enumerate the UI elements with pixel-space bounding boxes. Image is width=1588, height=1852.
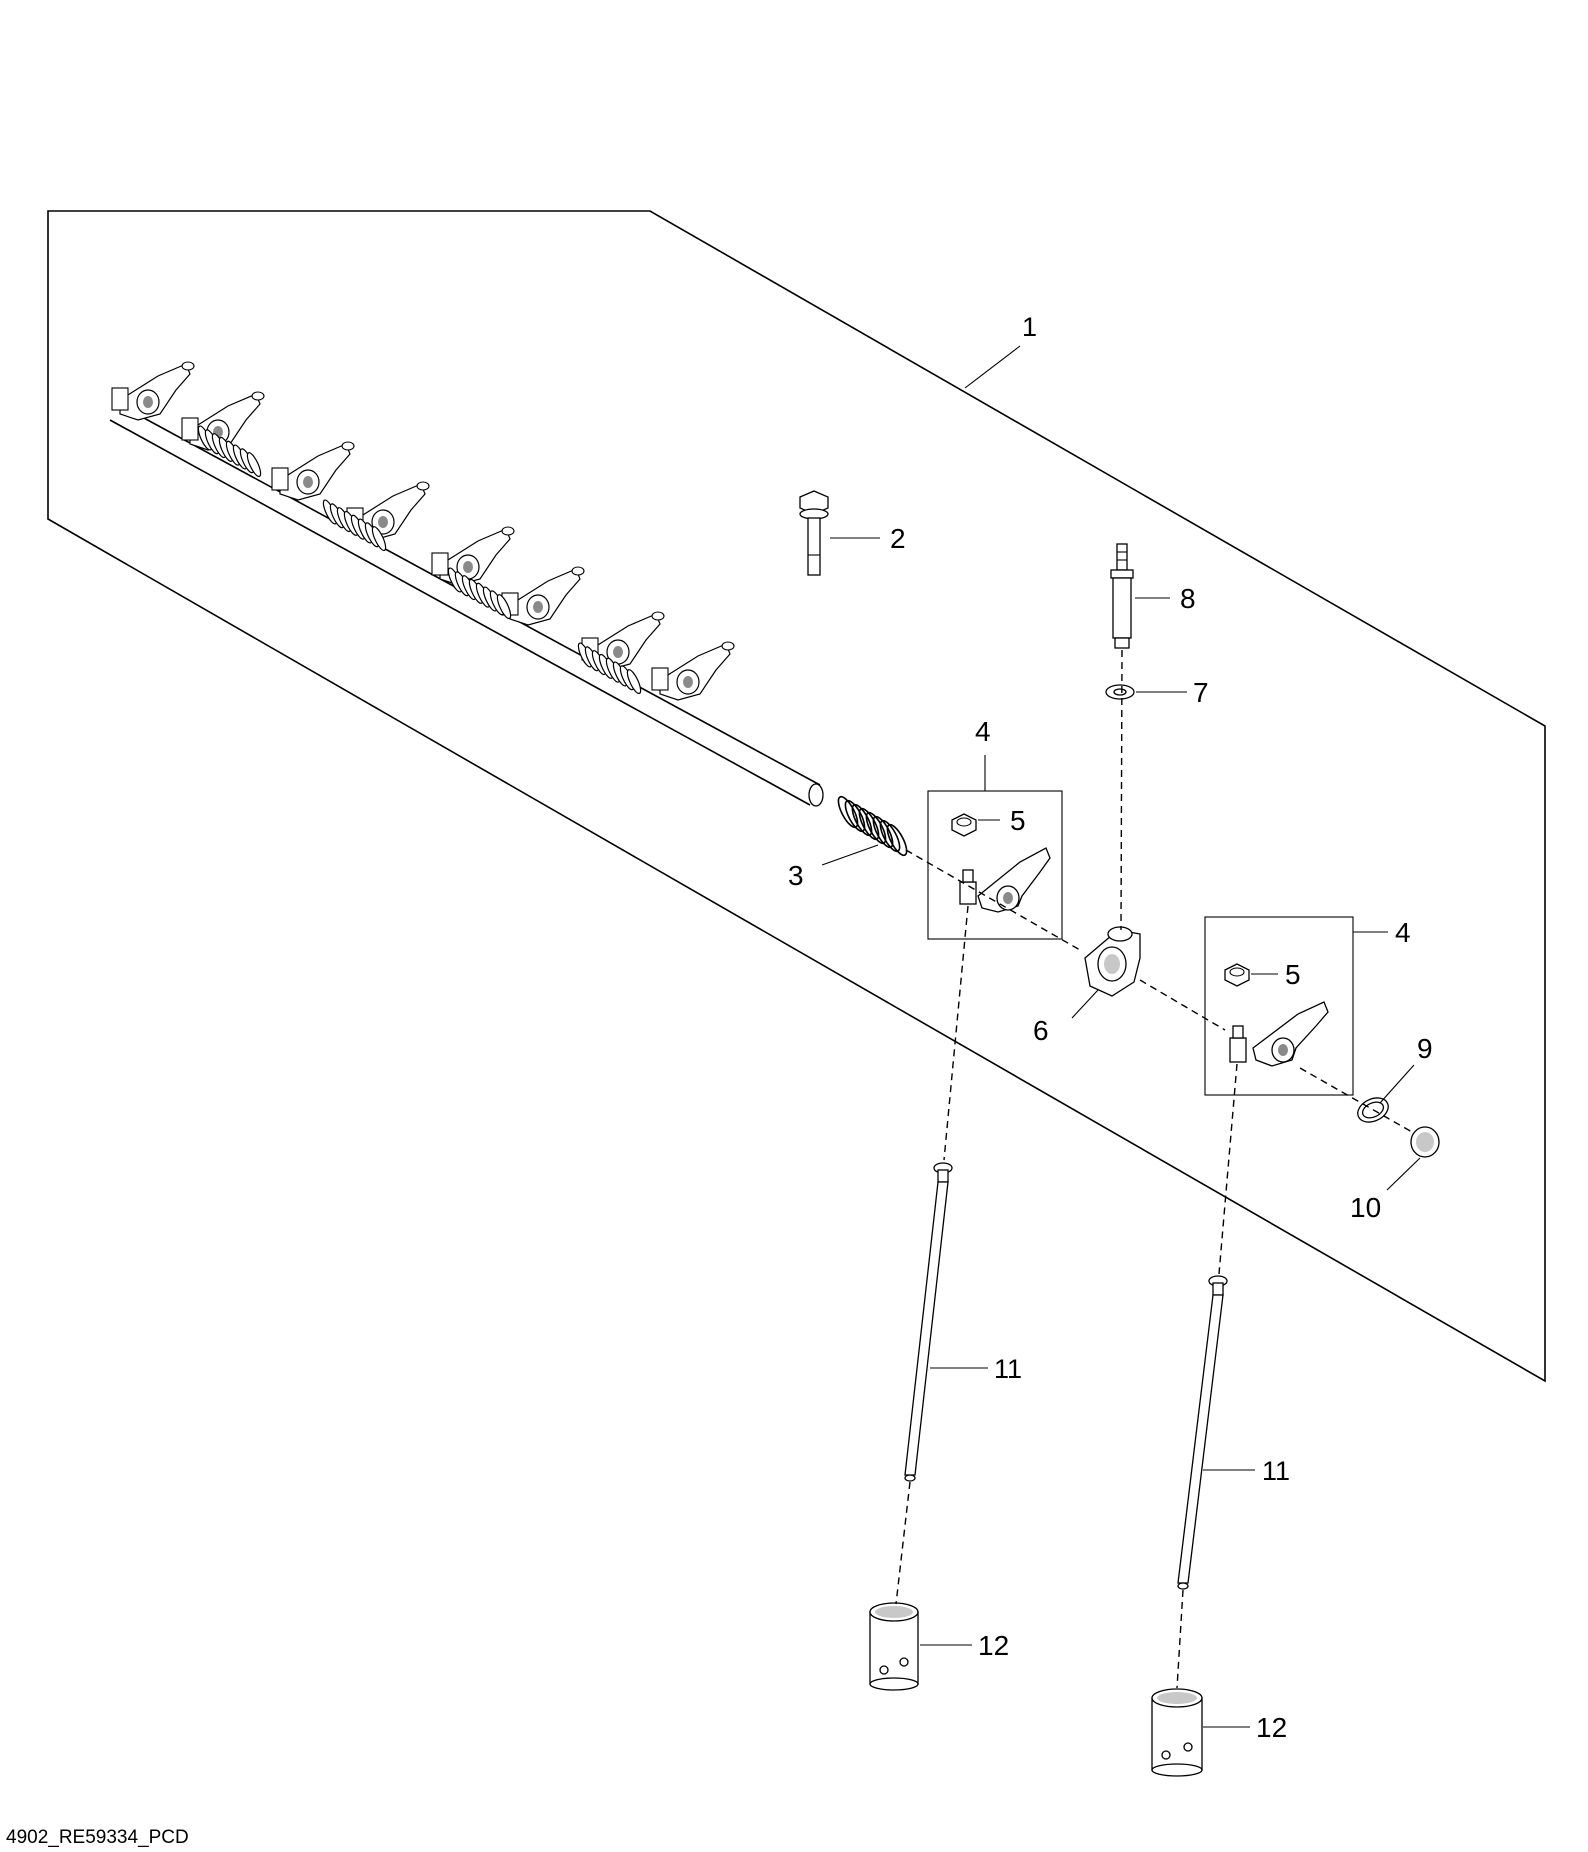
cam-follower-1 <box>869 1602 919 1691</box>
cam-follower-2 <box>1151 1688 1203 1777</box>
callout-5b: 5 <box>1285 959 1301 990</box>
shaft-spring <box>322 499 387 552</box>
push-rod-1 <box>904 1162 953 1482</box>
callout-3: 3 <box>788 860 804 891</box>
bolt <box>799 490 829 576</box>
assembly-outline <box>47 210 1546 1383</box>
callout-6: 6 <box>1033 1015 1049 1046</box>
shaft-spring <box>577 642 642 695</box>
end-plug <box>1410 1126 1440 1158</box>
push-rod-2 <box>1177 1275 1228 1590</box>
alignment-line-rod-1-top <box>943 905 969 1161</box>
callout-11b: 11 <box>1262 1456 1290 1486</box>
alignment-line-shaft-c <box>1299 1067 1413 1133</box>
alignment-line-stud <box>1120 649 1123 931</box>
callout-4b: 4 <box>1395 917 1411 948</box>
washer <box>1105 684 1135 700</box>
rocker-arm-kit-box-2 <box>1204 916 1354 1096</box>
callout-11a: 11 <box>994 1354 1022 1384</box>
callout-4a: 4 <box>975 716 991 747</box>
rocker-arm-2 <box>1229 1001 1329 1067</box>
callout-9: 9 <box>1417 1033 1433 1064</box>
alignment-line-rod-2-bottom <box>1176 1589 1184 1689</box>
callout-5a: 5 <box>1010 805 1026 836</box>
rocker-arm <box>431 526 515 586</box>
shaft-spring <box>447 567 512 620</box>
alignment-line-shaft-b <box>1139 979 1226 1031</box>
rocker-arm <box>501 566 585 626</box>
callout-10: 10 <box>1350 1192 1381 1223</box>
rocker-arm-shaft-assembly <box>109 361 824 807</box>
callout-12b: 12 <box>1256 1712 1287 1743</box>
leader-lines <box>821 345 1421 1728</box>
callout-12a: 12 <box>978 1630 1009 1661</box>
rocker-arm <box>111 361 195 421</box>
alignment-line-rod-1-bottom <box>895 1481 911 1605</box>
callout-2: 2 <box>890 523 906 554</box>
compression-spring <box>837 795 908 857</box>
callout-8: 8 <box>1180 583 1196 614</box>
callout-7: 7 <box>1193 677 1209 708</box>
rocker-arm-kit-box-1 <box>927 790 1063 940</box>
rocker-arm-1 <box>959 847 1051 913</box>
stud <box>1110 543 1134 649</box>
rocker-arm <box>271 441 355 501</box>
callout-1: 1 <box>1022 312 1037 342</box>
rocker-arm <box>651 641 735 701</box>
adjusting-nut-1 <box>951 813 977 837</box>
adjusting-nut-2 <box>1224 963 1250 987</box>
figure-id: 4902_RE59334_PCD <box>6 1827 189 1848</box>
shaft-spring <box>197 425 262 478</box>
rocker-shaft-support <box>1084 926 1141 997</box>
alignment-line-shaft-a <box>905 849 1081 951</box>
